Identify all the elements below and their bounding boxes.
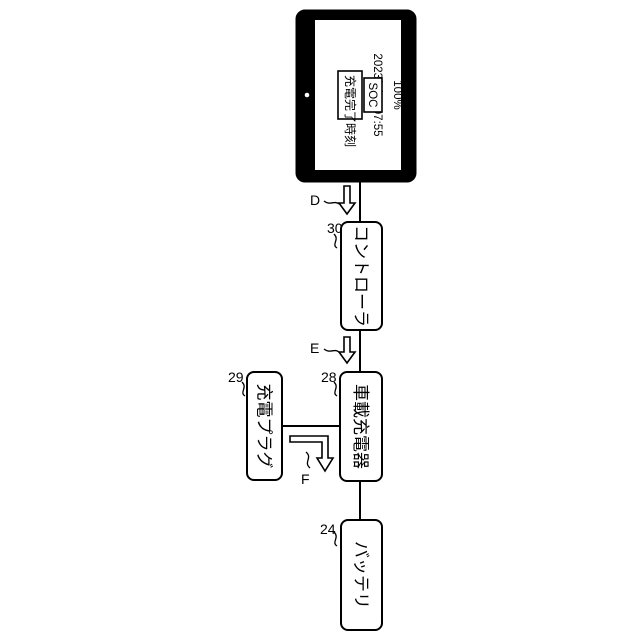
screen-title: 充電完了時刻 bbox=[343, 75, 358, 147]
arrow-f: F bbox=[290, 436, 333, 487]
leader-e bbox=[324, 349, 339, 352]
arrow-e-label: E bbox=[310, 340, 319, 356]
arrow-e-icon bbox=[339, 337, 355, 363]
ref-plug: 29 bbox=[228, 369, 244, 385]
screen-soc-value: 100% bbox=[391, 80, 403, 109]
controller-label: コントローラ bbox=[351, 225, 371, 327]
plug-block: 充電プラグ 29 bbox=[228, 369, 282, 480]
leader-30 bbox=[334, 234, 337, 248]
ref-controller: 30 bbox=[327, 220, 343, 236]
ref-tablet: 22 bbox=[300, 7, 316, 23]
arrow-e: E bbox=[310, 337, 355, 363]
battery-block: バッテリ 24 bbox=[320, 520, 382, 630]
battery-label: バッテリ bbox=[351, 541, 371, 609]
controller-block: コントローラ 30 bbox=[327, 220, 382, 330]
arrow-d-label: D bbox=[310, 192, 320, 208]
ref-battery: 24 bbox=[320, 521, 336, 537]
tablet-camera-icon bbox=[305, 93, 310, 98]
tablet-device: 充電完了時刻 2023/6/25 07:55 SOC 100% 22 bbox=[296, 7, 416, 182]
ref-charger: 28 bbox=[321, 369, 337, 385]
arrow-d: D bbox=[310, 186, 355, 214]
screen-soc-label: SOC bbox=[366, 83, 378, 108]
plug-label: 充電プラグ bbox=[254, 384, 274, 469]
charger-label: 車載充電器 bbox=[350, 384, 370, 469]
leader-f bbox=[306, 452, 310, 468]
arrow-d-icon bbox=[339, 186, 355, 214]
arrow-f-icon bbox=[290, 436, 333, 471]
leader-d bbox=[324, 201, 339, 204]
arrow-f-label: F bbox=[301, 471, 310, 487]
